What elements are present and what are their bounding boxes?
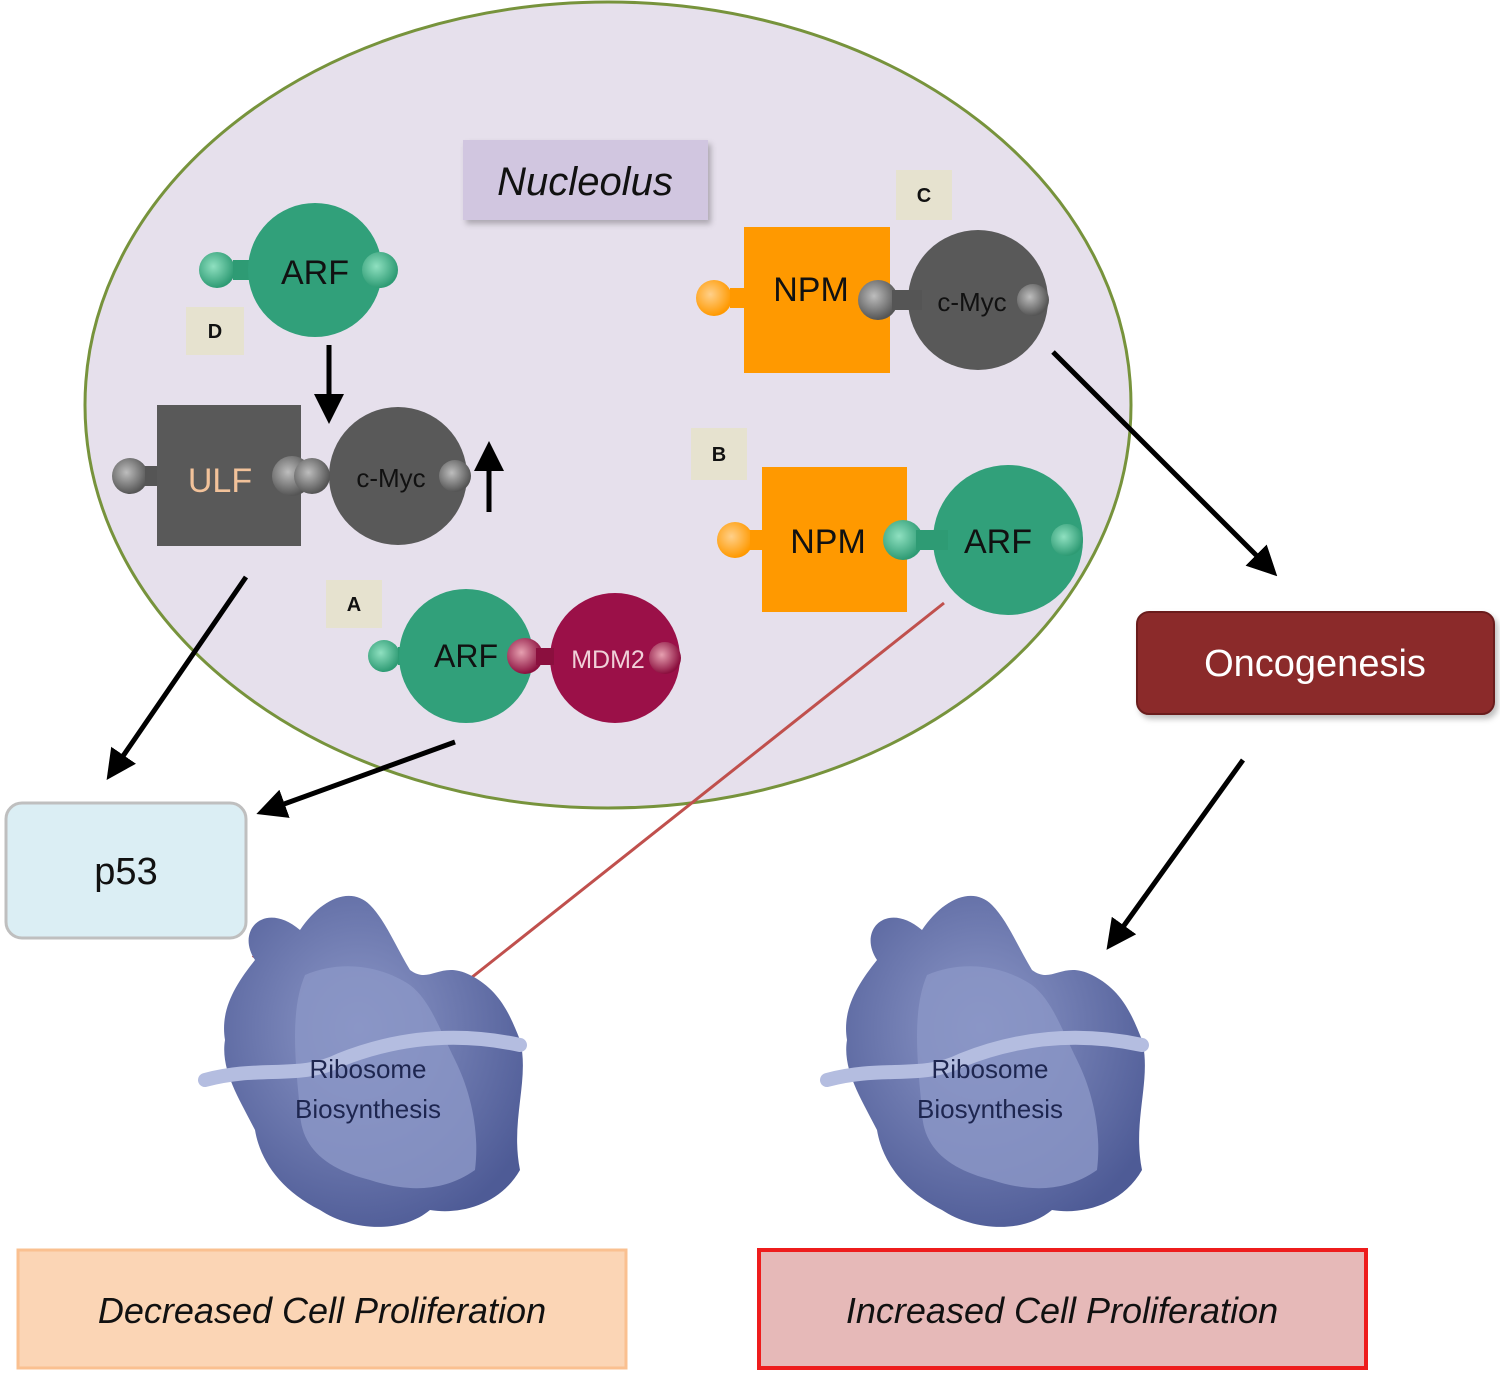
p53-label: p53 <box>94 851 157 893</box>
increased-proliferation-box <box>757 1248 1368 1370</box>
ribosome-right-line1: Ribosome <box>931 1054 1048 1084</box>
arrow-arf-mdm2-to-p53 <box>256 739 456 818</box>
npm-c-label: NPM <box>773 271 849 309</box>
panel-c-tag <box>896 170 952 220</box>
increased-proliferation-label: Increased Cell Proliferation <box>846 1290 1278 1331</box>
arf-d <box>199 203 398 337</box>
panel-b-tag <box>691 428 747 480</box>
arf-d-label: ARF <box>281 254 349 292</box>
ribosome-right-line2: Biosynthesis <box>917 1094 1063 1124</box>
arrow-cmyc-to-oncogenesis <box>1051 350 1278 577</box>
ribosome-left-line1: Ribosome <box>309 1054 426 1084</box>
decreased-proliferation-label: Decreased Cell Proliferation <box>98 1290 546 1331</box>
ulf-complex <box>112 405 471 546</box>
arrow-ulf-to-p53 <box>106 575 249 780</box>
npm-cmyc-complex <box>696 227 1049 373</box>
p53-box <box>4 801 248 940</box>
panel-a-tag <box>326 580 382 628</box>
arrow-oncogenesis-to-ribosome <box>1106 758 1246 950</box>
arf-a-label: ARF <box>434 638 498 674</box>
ulf-label: ULF <box>188 462 252 500</box>
ribosome-right <box>820 895 1149 1227</box>
npm-b-label: NPM <box>790 523 866 561</box>
cmyc-c-label: c-Myc <box>937 287 1006 317</box>
panel-a-tag-label: A <box>347 594 361 616</box>
panel-c-tag-label: C <box>917 185 931 207</box>
inhibit-arf-npm-to-ribosome <box>418 601 945 1020</box>
mdm2-label: MDM2 <box>571 646 645 674</box>
arf-b-label: ARF <box>964 523 1032 561</box>
cmyc-d-label: c-Myc <box>356 463 425 493</box>
panel-b-tag-label: B <box>712 444 726 466</box>
decreased-proliferation-box <box>16 1248 628 1370</box>
ribosome-left-line2: Biosynthesis <box>295 1094 441 1124</box>
panel-d-tag <box>186 307 244 355</box>
ribosome-left <box>198 895 527 1227</box>
panel-d-tag-label: D <box>208 321 222 343</box>
nucleolus-label-box <box>463 140 708 220</box>
oncogenesis-label: Oncogenesis <box>1204 643 1426 685</box>
nucleolus-label: Nucleolus <box>497 160 673 204</box>
npm-arf-complex <box>717 465 1083 615</box>
arf-mdm2-complex <box>368 589 681 723</box>
oncogenesis-box <box>1136 611 1495 715</box>
